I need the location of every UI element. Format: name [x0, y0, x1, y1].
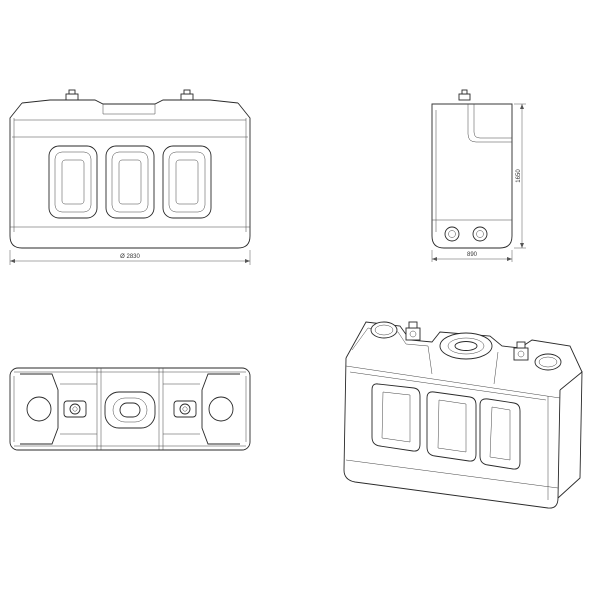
side-width-label: 890: [467, 252, 478, 258]
top-view-manhole: [104, 391, 156, 429]
front-width-dimension: Ø 2830: [9, 250, 251, 265]
side-view-fitting: [458, 89, 471, 101]
side-height-label: 1650: [516, 169, 522, 183]
iso-window-center: [426, 391, 477, 462]
iso-front-face: [343, 357, 561, 509]
side-view: 890 1650: [431, 89, 526, 262]
front-view-window-center: [105, 145, 155, 219]
front-view-right-fitting: [180, 89, 194, 101]
front-view-window-right: [162, 145, 212, 219]
top-view-inlet-right: [208, 396, 234, 422]
iso-inlet-left: [370, 321, 398, 339]
side-view-outlet-left: [444, 226, 460, 242]
iso-window-left: [371, 383, 421, 452]
top-view-fitting-left: [63, 400, 87, 418]
iso-fitting-left: [405, 321, 421, 341]
iso-fitting-right: [513, 341, 529, 361]
front-view: Ø 2830: [9, 89, 251, 265]
side-view-tank-outline: [431, 103, 513, 249]
side-height-dimension: 1650: [514, 103, 526, 249]
iso-window-right: [479, 398, 521, 470]
top-view: [9, 367, 251, 451]
front-view-window-left: [48, 145, 98, 219]
front-view-left-fitting: [65, 89, 79, 101]
top-view-fitting-right: [173, 400, 197, 418]
side-width-dimension: 890: [431, 250, 513, 262]
side-view-outlet-right: [472, 226, 488, 242]
iso-manhole: [439, 332, 493, 360]
front-width-label: Ø 2830: [120, 254, 140, 260]
iso-inlet-right: [534, 353, 562, 371]
top-view-tank-outline: [9, 367, 251, 451]
top-view-inlet-left: [26, 396, 52, 422]
front-view-tank-outline: [9, 102, 251, 249]
isometric-view: [343, 321, 583, 509]
